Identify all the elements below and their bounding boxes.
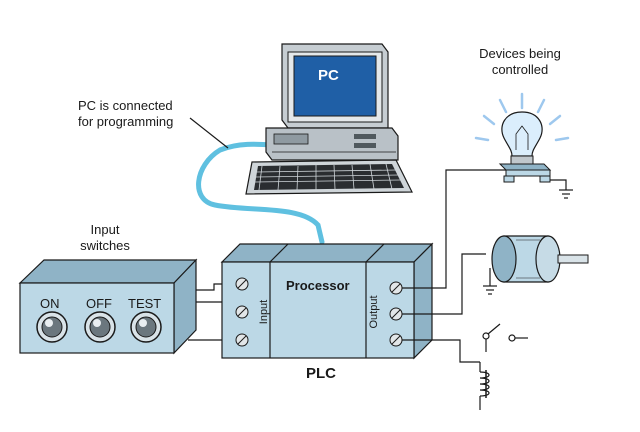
input-switches-label-line2: switches: [80, 238, 130, 253]
pc-connection-label-line2: for programming: [78, 114, 174, 129]
plc-label: PLC: [306, 365, 336, 382]
motor: [491, 235, 589, 283]
output-terminals: [389, 281, 403, 347]
processor-label: Processor: [286, 278, 350, 293]
devices-label-line1: Devices being: [479, 46, 561, 61]
output-wires: [402, 169, 506, 363]
switch-test-label: TEST: [128, 296, 162, 311]
switch-knob-off: [84, 311, 116, 343]
output-module-label: Output: [368, 295, 380, 329]
light-bulb: [474, 92, 570, 183]
ground-symbol-bulb: [550, 179, 573, 199]
pc-connection-label-line1: PC is connected: [78, 98, 173, 113]
coil: [479, 362, 490, 410]
input-switches-label-line1: Input: [90, 222, 120, 237]
programming-cable: [196, 141, 325, 245]
pc-label-leader: [189, 117, 229, 149]
devices-label-line2: controlled: [491, 62, 549, 77]
ground-symbol-motor: [483, 268, 497, 295]
switch-contact: [482, 323, 528, 352]
switch-knob-test: [130, 311, 162, 343]
input-module-label: Input: [258, 299, 270, 325]
pc-screen: [293, 55, 377, 117]
switch-knob-on: [36, 311, 68, 343]
input-terminals: [235, 277, 249, 347]
switch-off-label: OFF: [86, 296, 112, 311]
plc-unit: [220, 242, 434, 360]
pc-screen-label: PC: [318, 67, 339, 84]
pc-computer: [245, 43, 413, 195]
switch-on-label: ON: [40, 296, 60, 311]
